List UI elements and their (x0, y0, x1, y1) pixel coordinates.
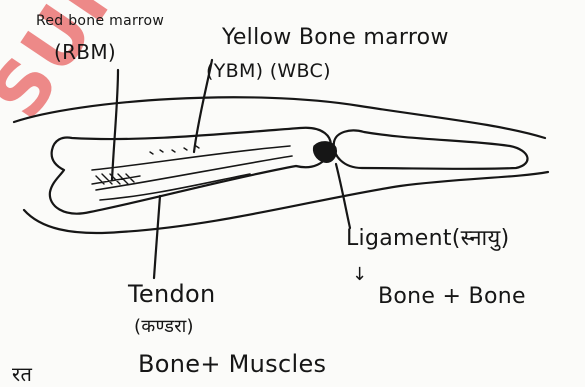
pointer-rbm (112, 70, 118, 180)
tendon-connection: Bone+ Muscles (138, 352, 326, 376)
down-arrow-icon: ↓ (352, 266, 367, 284)
outer-tissue-outline (14, 97, 545, 138)
pointer-tendon (154, 196, 160, 278)
red-bone-marrow-label: Red bone marrow (36, 14, 164, 28)
right-bone (334, 130, 528, 168)
rbm-abbreviation: (RBM) (54, 42, 116, 62)
tendon-label: Tendon (128, 282, 216, 306)
ybm-abbreviation: (YBM) (WBC) (206, 62, 331, 81)
marrow-cavity (92, 146, 290, 170)
outer-tissue-outline-lower (24, 172, 548, 233)
yellow-bone-marrow-label: Yellow Bone marrow (222, 27, 449, 49)
ligament-label: Ligament(स्नायु) (346, 228, 510, 250)
tendon-hindi-label: (कण्डरा) (134, 318, 194, 336)
rbm-hatch (92, 174, 140, 184)
ybm-speckles (150, 146, 199, 154)
ligament-mass (313, 142, 336, 163)
ligament-connection: Bone + Bone (378, 286, 526, 308)
corner-text: रत (12, 364, 32, 384)
